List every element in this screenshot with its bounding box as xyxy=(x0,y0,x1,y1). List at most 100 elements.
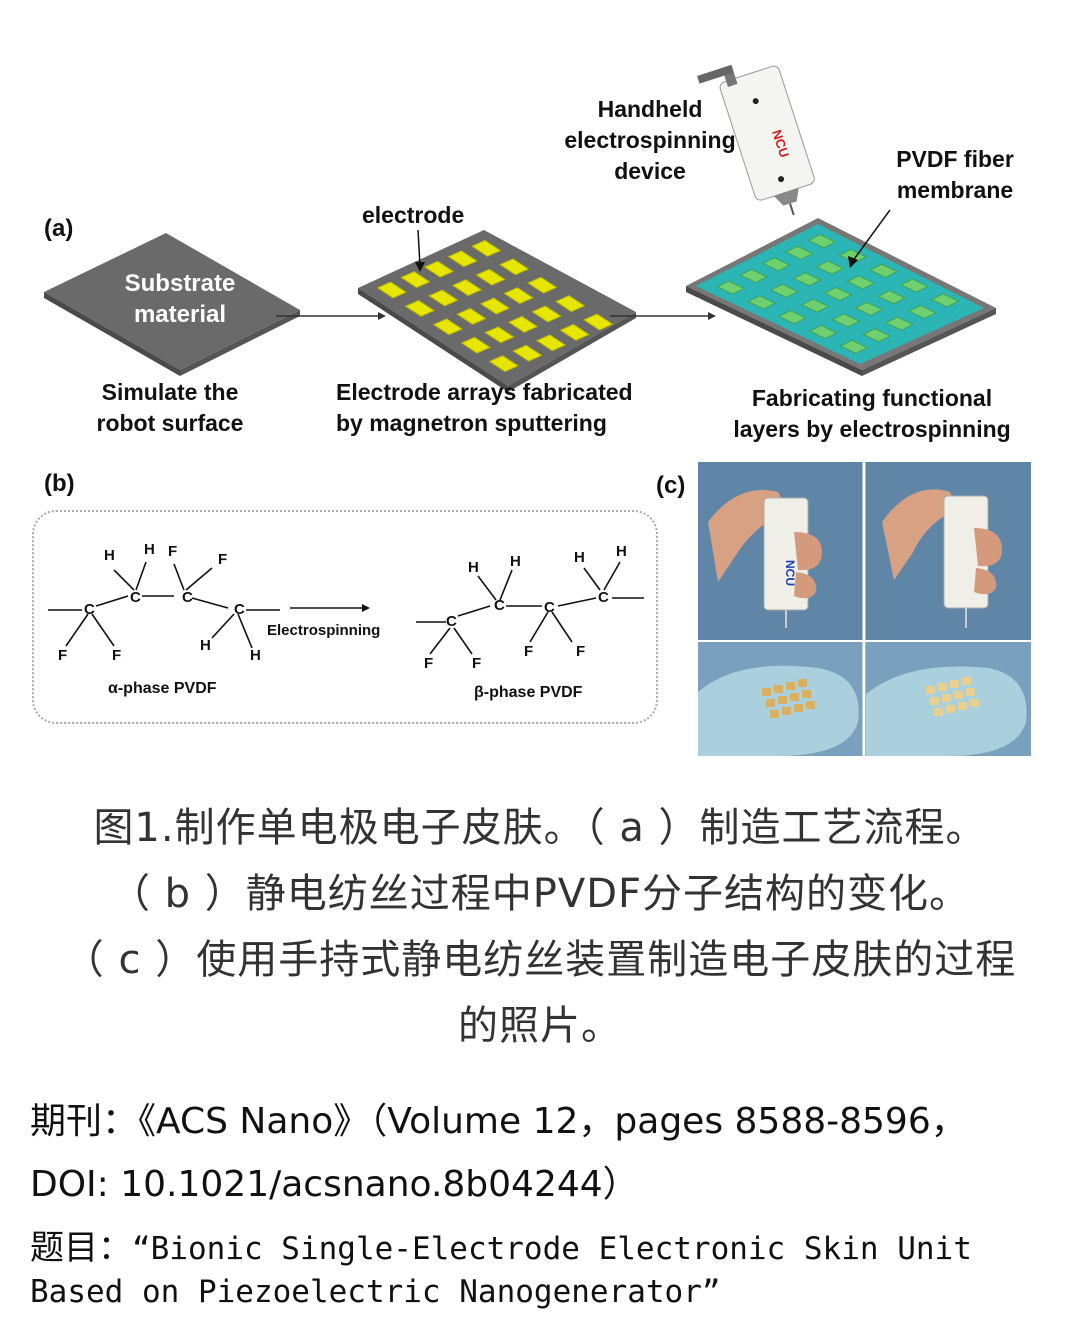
atom-label-f: F xyxy=(524,643,533,660)
electrode-pad xyxy=(559,323,590,341)
atom-label-c: C xyxy=(446,613,457,630)
electrode-pad xyxy=(815,260,845,275)
journal-line-2: DOI: 10.1021/acsnano.8b04244） xyxy=(30,1164,639,1205)
paper-title-line-1: 题目：“Bionic Single-Electrode Electronic S… xyxy=(30,1220,972,1269)
step3-line2: layers by electrospinning xyxy=(733,416,1011,442)
panel-b-letter: (b) xyxy=(44,470,75,497)
electrode-pad xyxy=(531,305,562,323)
electrode-pad xyxy=(475,268,506,286)
device-label-line2: electrospinning xyxy=(564,127,736,153)
electrode-pad xyxy=(761,257,791,272)
atom-label-c: C xyxy=(130,589,141,606)
electrode-pad xyxy=(885,316,915,331)
flow-arrow-2 xyxy=(610,312,716,320)
atom-label-c: C xyxy=(182,589,193,606)
atom-label-f: F xyxy=(112,647,121,664)
glove-sensor-pad xyxy=(934,708,943,716)
membrane-label: PVDF fiber membrane xyxy=(880,144,1030,206)
device-label-line1: Handheld xyxy=(597,96,703,122)
electrode-pad xyxy=(807,234,837,249)
journal-line-1: 期刊：《ACS Nano》（Volume 12，pages 8588-8596， xyxy=(30,1101,967,1142)
atom-label-f: F xyxy=(218,551,227,568)
atom-label-h: H xyxy=(574,549,585,566)
atom-label-h: H xyxy=(200,637,211,654)
handheld-device-illustration: NCU xyxy=(697,64,815,216)
caption-line-2: （ b ）静电纺丝过程中PVDF分子结构的变化。 xyxy=(109,871,971,917)
atom-label-h: H xyxy=(250,647,261,664)
electrode-pad xyxy=(716,280,746,295)
panel-b-box xyxy=(32,510,658,724)
atom-label-h: H xyxy=(510,553,521,570)
atom-label-c: C xyxy=(598,589,609,606)
electrode-pad xyxy=(451,279,483,297)
glove-sensor-pad xyxy=(782,707,791,715)
electrode-pad xyxy=(769,283,799,298)
step3-line1: Fabricating functional xyxy=(751,385,993,411)
device-label-line3: device xyxy=(614,158,686,184)
alpha-phase-label: α-phase PVDF xyxy=(108,680,217,697)
electrode-pointer xyxy=(417,229,421,267)
glove-sensor-pad xyxy=(942,694,951,702)
membrane-plate xyxy=(686,218,996,376)
glove-sensor-pad xyxy=(790,693,799,701)
device-label: Handheld electrospinning device xyxy=(550,94,750,187)
substrate-plate xyxy=(44,233,300,376)
electrode-pad xyxy=(488,355,520,373)
caption-line-4: 的照片。 xyxy=(458,1003,622,1049)
electrode-pad xyxy=(470,239,502,257)
atom-label-h: H xyxy=(468,559,479,576)
electrode-pad xyxy=(854,301,884,316)
glove-sensor-pad xyxy=(946,705,955,713)
glove-sensor-pad xyxy=(778,696,787,704)
substrate-label-line1: Substrate xyxy=(124,270,236,297)
panel-a-illustration: NCU xyxy=(44,64,996,392)
step1-line1: Simulate the xyxy=(101,379,239,405)
atom-label-f: F xyxy=(424,655,433,672)
flow-arrow-1 xyxy=(276,312,386,320)
electrode-label: electrode xyxy=(362,202,465,228)
membrane-label-line1: PVDF fiber xyxy=(896,146,1014,172)
glove-sensor-pad xyxy=(802,690,811,698)
title-prefix: 题目： xyxy=(30,1228,132,1268)
glove-sensor-pad xyxy=(954,691,963,699)
atom-label-c: C xyxy=(544,599,555,616)
panel-c-photos: NCU xyxy=(698,462,1031,756)
atom-label-f: F xyxy=(576,643,585,660)
glove-sensor-pad xyxy=(786,682,795,690)
electrode-pad xyxy=(432,318,464,336)
electrode-pad xyxy=(877,290,907,305)
electrode-pad xyxy=(484,326,515,344)
paper-title-line-2: Based on Piezoelectric Nanogenerator” xyxy=(30,1274,721,1310)
electrode-pad xyxy=(503,287,534,305)
electrode-pad xyxy=(404,299,436,317)
electrode-pad xyxy=(400,271,431,289)
electrode-pad xyxy=(582,313,614,331)
glove-sensor-pad xyxy=(762,688,771,696)
electrode-pad xyxy=(823,286,853,302)
glove-sensor-pad xyxy=(774,685,783,693)
glove-sensor-pad xyxy=(770,710,779,718)
atom-label-h: H xyxy=(144,541,155,558)
electrode-pad xyxy=(535,334,567,352)
panel-a-letter: (a) xyxy=(44,215,74,242)
svg-text:NCU: NCU xyxy=(783,560,797,586)
electrode-pad xyxy=(507,315,539,333)
glove-sensor-pad xyxy=(970,699,979,707)
glove-sensor-pad xyxy=(766,699,775,707)
caption-line-1: 图1.制作单电极电子皮肤。（ a ）制造工艺流程。 xyxy=(93,805,987,851)
electrode-pad xyxy=(831,313,861,328)
electrode-pad xyxy=(479,297,511,315)
electrode-pad xyxy=(498,258,530,276)
electrode-plate xyxy=(358,230,636,392)
step2-label: Electrode arrays fabricated by magnetron… xyxy=(336,377,676,439)
electrode-pad xyxy=(846,275,876,290)
atom-label-c: C xyxy=(84,601,95,618)
electrode-pad xyxy=(784,245,814,260)
photo-glove-right xyxy=(866,642,1031,756)
glove-sensor-pad xyxy=(962,677,971,685)
caption-line-3: （ c ）使用手持式静电纺丝装置制造电子皮肤的过程 xyxy=(63,937,1017,983)
photo-hand-left: NCU xyxy=(698,462,864,640)
atom-label-c: C xyxy=(234,601,245,618)
atom-label-f: F xyxy=(58,647,67,664)
